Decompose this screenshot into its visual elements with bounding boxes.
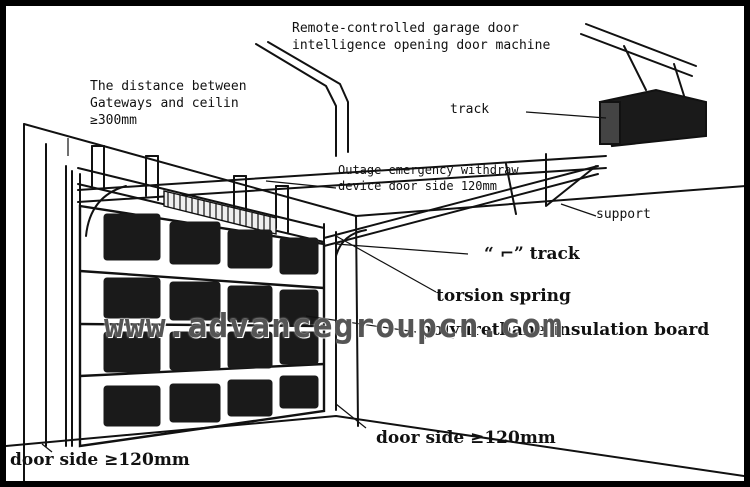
post-1 [91, 145, 105, 191]
outage-label-line2: device door side 120mm [338, 179, 497, 193]
right-support-bracket [545, 153, 597, 207]
distance-label-line2: Gateways and ceilin [90, 96, 239, 111]
right-horizontal-track [323, 165, 599, 239]
leader-torsion [335, 235, 437, 293]
header-beam-top [77, 167, 325, 229]
floor-line [6, 415, 744, 477]
garage-door-drawing [6, 23, 744, 481]
opener-motor [598, 88, 707, 148]
door-side-left-label: door side ≥120mm [10, 450, 190, 470]
door-side-right-label: door side ≥120mm [376, 428, 556, 448]
distance-label-line1: The distance between [90, 79, 247, 94]
wall-corner-line [355, 215, 359, 427]
diagram-frame: Remote-controlled garage door intelligen… [6, 6, 744, 481]
leader-insulation [305, 315, 417, 333]
track-top-label: track [450, 102, 490, 117]
post-2 [145, 155, 159, 201]
distance-label-line3: ≥300mm [90, 113, 137, 128]
opener-hanger [623, 45, 647, 91]
panel-seam-1 [79, 269, 325, 290]
leader-lines [41, 111, 607, 453]
right-support-rod [505, 163, 517, 215]
support-label: support [596, 207, 651, 222]
ceiling-line-left [23, 123, 357, 217]
watermark: www.advancegroupcn.com [104, 306, 564, 345]
insulation-board-label: polyurethane insulation board [420, 320, 710, 340]
remote-label-line2: intelligence opening door machine [292, 38, 551, 53]
left-horizontal-track [77, 155, 607, 191]
post-4 [275, 185, 289, 233]
outage-label-line1: Outage emergency withdraw [338, 163, 519, 177]
leader-door-right [335, 403, 367, 429]
opener-rail-top [585, 23, 697, 67]
spring-coils [167, 192, 271, 233]
leader-l-track [335, 243, 469, 255]
right-track-curve [335, 229, 367, 257]
leader-track [525, 111, 607, 119]
leader-support [560, 203, 597, 217]
door-windows [103, 213, 319, 427]
panel-seam-2 [79, 322, 325, 328]
leader-door-left [41, 443, 53, 453]
left-hanger-bracket [255, 43, 337, 157]
l-track-label: “ ⌐” track [484, 244, 580, 264]
torsion-spring-label: torsion spring [436, 286, 571, 306]
leader-outage [265, 180, 337, 189]
remote-label-line1: Remote-controlled garage door [292, 21, 519, 36]
